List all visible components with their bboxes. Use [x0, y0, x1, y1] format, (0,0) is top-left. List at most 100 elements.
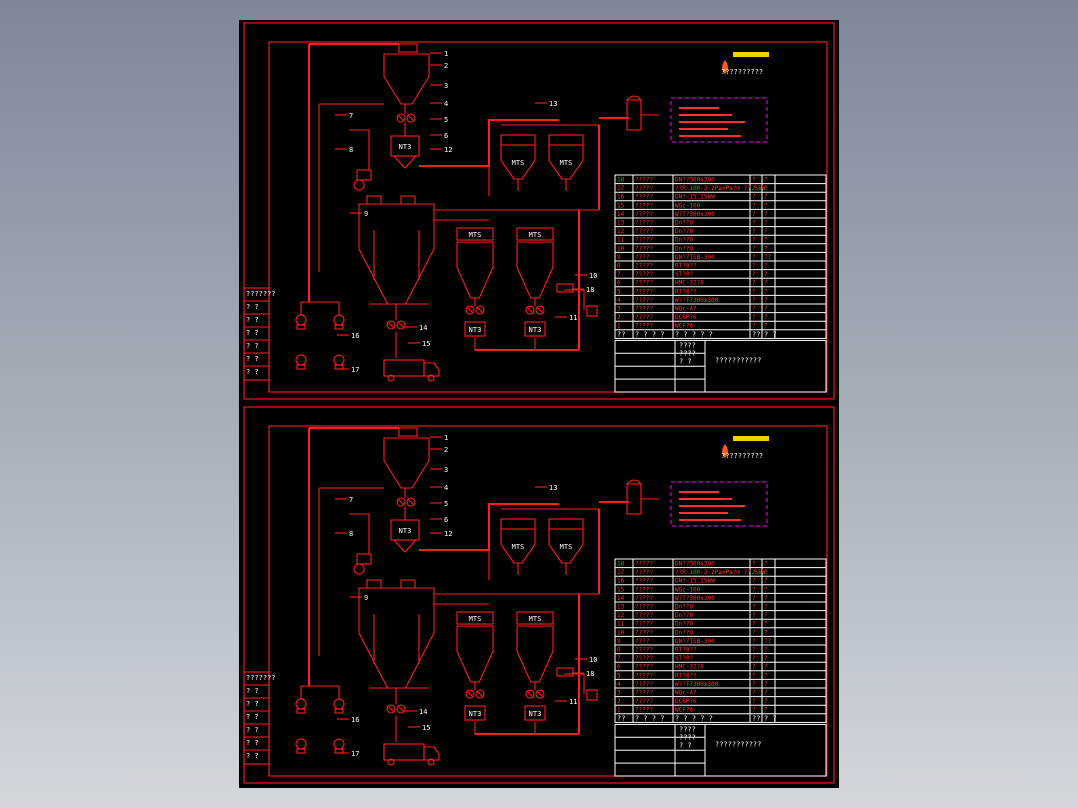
small-weighing-bin — [500, 528, 536, 564]
left-strip-label: ? ? — [246, 303, 259, 311]
mixer-discharge-valve-x-mark — [397, 321, 405, 329]
small-weighing-bin — [500, 144, 536, 180]
bom-cell-spec: DC6P?6 — [675, 314, 697, 321]
bom-cell-q: ? — [752, 185, 756, 192]
callout-number: 13 — [549, 484, 557, 492]
air-valve-icon — [353, 179, 365, 191]
bom-cell-q: ? — [752, 681, 756, 688]
bom-cell-name: ????? — [635, 314, 653, 321]
callout-number: 16 — [351, 716, 359, 724]
scale-valve-left-valve-icon — [525, 689, 535, 699]
callout-number: 15 — [422, 724, 430, 732]
bom-cell-q: ? — [752, 604, 756, 611]
bom-cell-no: 2 — [617, 698, 621, 705]
bom-cell-spec: WCF?6 — [675, 707, 693, 714]
left-strip-label: ? ? — [246, 752, 259, 760]
bom-cell-u: ? — [764, 288, 768, 295]
bom-cell-name: ????? — [635, 288, 653, 295]
dust-collector-top — [398, 427, 418, 437]
sheet-outer-frame — [243, 406, 835, 784]
callout-number: 9 — [364, 210, 368, 218]
mixer-inlet — [366, 579, 382, 589]
hopper-tag-text: NT3 — [399, 527, 412, 535]
bom-cell-name: ????? — [635, 271, 653, 278]
bom-cell-u: ? — [764, 621, 768, 628]
bom-cell-no: 1 — [617, 323, 621, 330]
left-strip-label: ? ? — [246, 355, 259, 363]
blower-icon — [295, 738, 307, 750]
bom-cell-no: 6 — [617, 664, 621, 671]
small-bin-tag: MTS — [512, 543, 525, 551]
rotary-valve-top-x-mark — [407, 114, 415, 122]
bom-cell-q: ? — [752, 254, 756, 261]
title-block-line2: ???? — [679, 349, 696, 357]
bom-cell-q: ? — [752, 211, 756, 218]
scale-hopper-lid — [516, 227, 554, 241]
bom-cell-u: ? — [764, 323, 768, 330]
callout-number: 10 — [589, 656, 597, 664]
bom-cell-spec: WCF?6 — [675, 323, 693, 330]
bom-cell-no: 3 — [617, 690, 621, 697]
bom-cell-name: ????? — [635, 220, 653, 227]
bom-cell-name: ????? — [635, 185, 653, 192]
bom-cell-spec: DN?-15.25kW — [675, 194, 715, 201]
scale-valve-left-valve-icon — [525, 305, 535, 315]
scale-valve-x-mark — [536, 690, 544, 698]
bom-cell-u: ? — [764, 664, 768, 671]
bom-cell-q: ? — [752, 621, 756, 628]
bom-cell-q: ? — [752, 220, 756, 227]
bom-cell-name: ????? — [635, 228, 653, 235]
bom-cell-name: ????? — [635, 672, 653, 679]
drawing-name-text: ??????????? — [715, 356, 761, 364]
callout-number: 17 — [351, 366, 359, 374]
blower-base — [334, 708, 344, 714]
bom-cell-no: 16 — [617, 578, 625, 585]
bill-of-materials-table: 18?????DN??300x300??17???????R-100-3-2Pa… — [614, 174, 827, 339]
bom-cell-spec: W?T?300x300 — [675, 211, 715, 218]
bom-cell-spec: Dn??0 — [675, 621, 693, 628]
scale-valve-x-mark — [476, 306, 484, 314]
bulk-truck-icon — [383, 359, 440, 382]
small-weighing-bin — [548, 144, 584, 180]
bom-cell-spec: DN??TSB-300 — [675, 638, 715, 645]
bom-cell-no: 10 — [617, 245, 625, 252]
bom-cell-q: ? — [752, 288, 756, 295]
blower-base — [296, 708, 306, 714]
bom-cell-no: 9 — [617, 254, 621, 261]
bom-cell-q: ? — [752, 280, 756, 287]
truck-wheel — [427, 758, 435, 766]
bom-cell-name: ????? — [635, 561, 653, 568]
bom-cell-spec: WGc-100 — [675, 586, 701, 593]
bom-header-name: ? ? ? ? — [635, 714, 665, 722]
transmitter-tank — [524, 705, 546, 721]
weigh-cone — [393, 155, 417, 169]
bom-cell-name: ????? — [635, 245, 653, 252]
bom-cell-name: ????? — [635, 698, 653, 705]
flame-logo-icon — [722, 60, 728, 74]
raw-material-silo — [383, 53, 430, 105]
bom-cell-q: ? — [752, 323, 756, 330]
bom-cell-q: ? — [752, 647, 756, 654]
hopper-tag-text: NT3 — [399, 143, 412, 151]
scale-hopper — [516, 241, 554, 299]
title-block-line3: ? ? — [679, 357, 692, 365]
bom-cell-name: ????? — [635, 280, 653, 287]
title-block: ????????? ???????????? — [614, 723, 827, 777]
rotary-valve-top-left-valve-icon — [396, 497, 406, 507]
bom-header-q: ?? — [752, 330, 760, 338]
bom-cell-no: 12 — [617, 228, 625, 235]
callout-number: 15 — [422, 340, 430, 348]
bom-cell-q: ? — [752, 690, 756, 697]
small-bin-tag: MTS — [560, 159, 573, 167]
bom-cell-name: ????? — [635, 612, 653, 619]
bom-cell-no: 12 — [617, 612, 625, 619]
bom-cell-spec: ??R-100-3-2Pa=Pa?m ??.5kW — [675, 569, 766, 576]
mixer-inlet — [366, 195, 382, 205]
bom-cell-spec: DN??300x300 — [675, 561, 715, 568]
bom-cell-no: 13 — [617, 220, 625, 227]
bom-cell-q: ? — [752, 297, 756, 304]
bom-cell-name: ????? — [635, 297, 653, 304]
bom-cell-no: 17 — [617, 569, 625, 576]
scale-hopper — [516, 625, 554, 683]
